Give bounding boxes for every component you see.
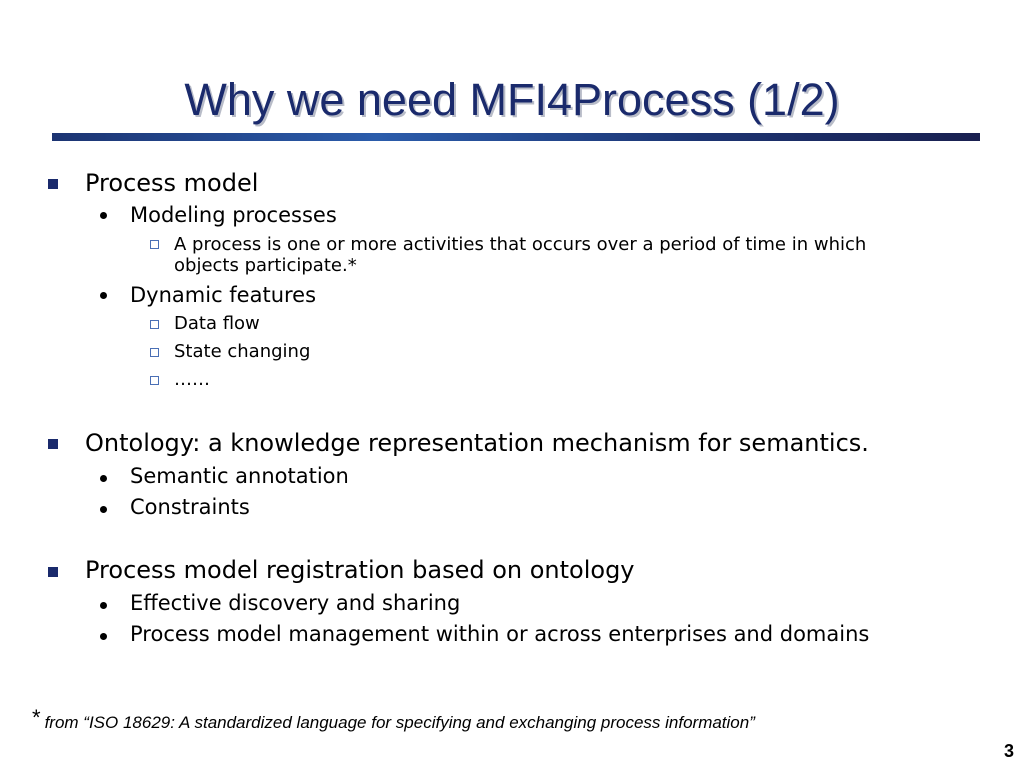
bullet-registration: Process model registration based on onto… (85, 556, 635, 584)
bullet-process-model: Process model (85, 169, 259, 197)
footnote-text: from “ISO 18629: A standardized language… (44, 713, 755, 732)
bullet-data-flow: Data flow (174, 313, 260, 334)
dot-bullet-icon (100, 602, 107, 609)
hollow-square-bullet-icon (150, 348, 159, 357)
bullet-state-changing: State changing (174, 341, 311, 362)
bullet-ontology: Ontology: a knowledge representation mec… (85, 429, 869, 457)
footnote: *from “ISO 18629: A standardized languag… (32, 706, 755, 735)
square-bullet-icon (48, 567, 58, 577)
bullet-process-definition-continued: objects participate.* (174, 255, 357, 276)
square-bullet-icon (48, 439, 58, 449)
hollow-square-bullet-icon (150, 320, 159, 329)
bullet-modeling-processes: Modeling processes (130, 203, 337, 227)
hollow-square-bullet-icon (150, 376, 159, 385)
dot-bullet-icon (100, 212, 107, 219)
hollow-square-bullet-icon (150, 240, 159, 249)
dot-bullet-icon (100, 475, 107, 482)
title-underline (52, 133, 980, 141)
bullet-effective-discovery: Effective discovery and sharing (130, 591, 461, 615)
dot-bullet-icon (100, 292, 107, 299)
bullet-ellipsis: …… (174, 369, 210, 390)
dot-bullet-icon (100, 506, 107, 513)
bullet-constraints: Constraints (130, 495, 250, 519)
bullet-dynamic-features: Dynamic features (130, 283, 317, 307)
square-bullet-icon (48, 179, 58, 189)
dot-bullet-icon (100, 633, 107, 640)
footnote-marker: * (32, 705, 41, 730)
page-number: 3 (1003, 741, 1014, 761)
bullet-process-definition: A process is one or more activities that… (174, 234, 867, 255)
slide-title: Why we need MFI4Process (1/2) (184, 74, 840, 125)
bullet-semantic-annotation: Semantic annotation (130, 464, 349, 488)
bullet-model-management: Process model management within or acros… (130, 622, 870, 646)
